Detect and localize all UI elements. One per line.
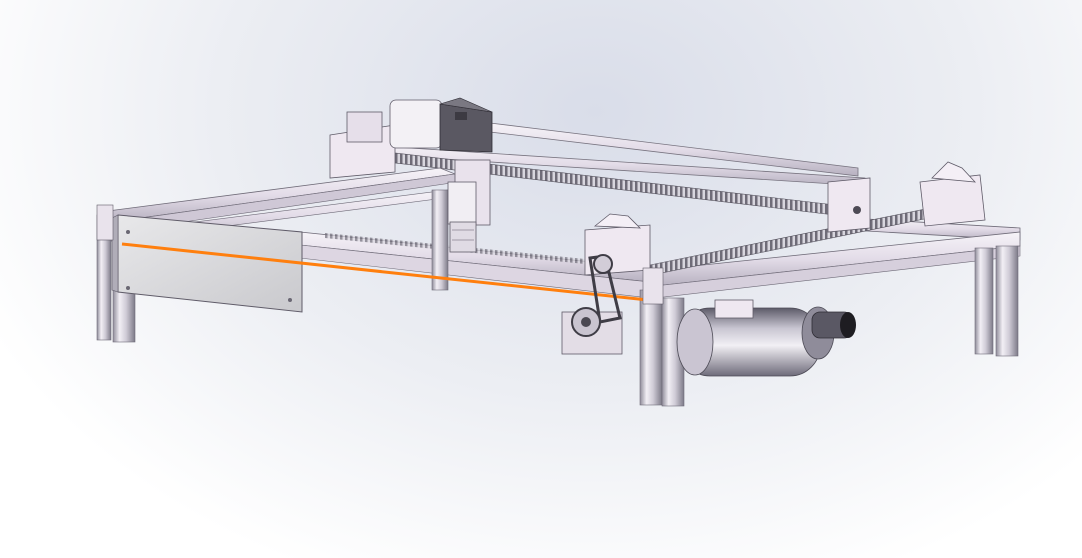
- gantry-carriage: [447, 159, 491, 253]
- corner-bracket-front-left: [96, 204, 114, 241]
- rear-left-leg: [431, 189, 449, 291]
- laser-tube: [676, 299, 856, 377]
- bearing-block-right: [919, 161, 986, 227]
- front-right-leg: [639, 289, 685, 407]
- rear-right-leg: [974, 245, 1019, 357]
- side-panel: [111, 214, 303, 313]
- laser-beam: [121, 242, 649, 302]
- corner-bracket-front-right: [642, 267, 664, 305]
- belt-pulley-drive: [561, 254, 623, 355]
- bearing-block-back-left: [329, 111, 396, 179]
- gantry-stepper-motor: [389, 97, 493, 153]
- bearing-block-back-right: [827, 177, 871, 233]
